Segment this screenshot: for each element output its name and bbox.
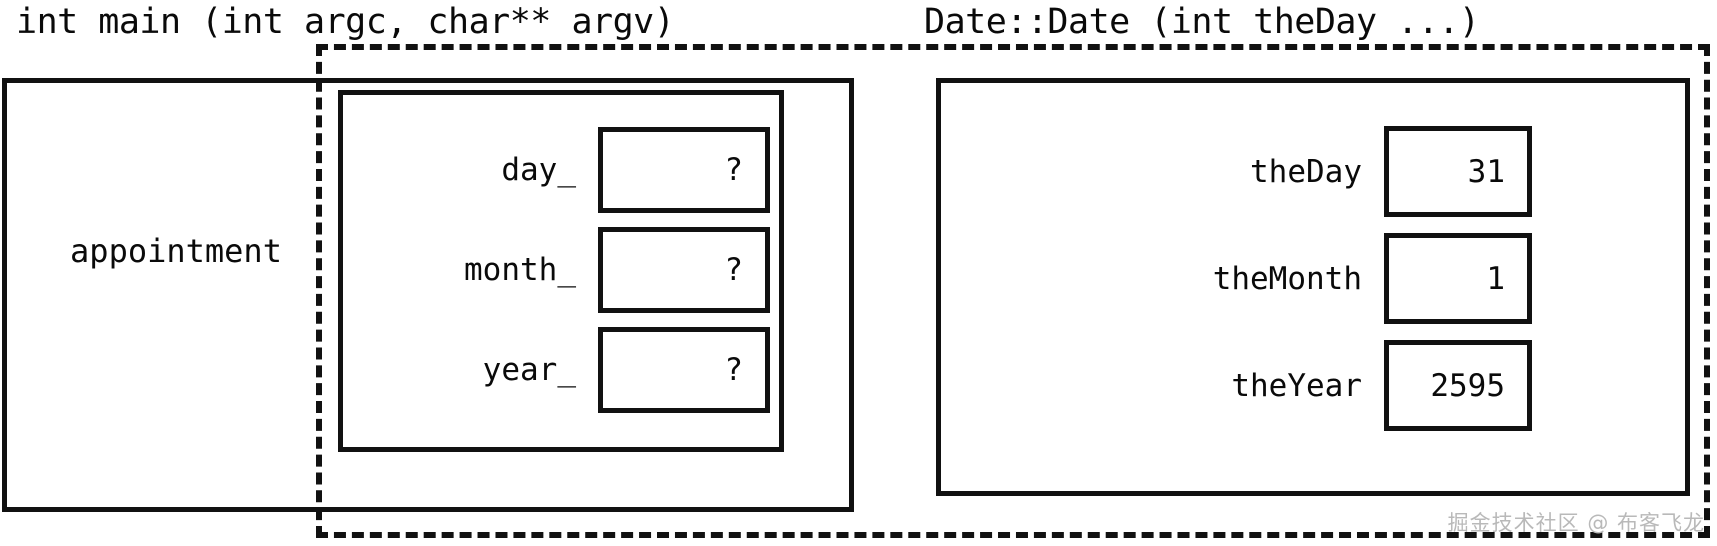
member-row: day_ ? bbox=[386, 120, 770, 220]
date-object-member-list: day_ ? month_ ? year_ ? bbox=[386, 120, 770, 420]
table-row: theMonth 1 bbox=[1130, 225, 1532, 332]
param-label-themonth: theMonth bbox=[1212, 260, 1362, 297]
table-row: theDay 31 bbox=[1130, 118, 1532, 225]
member-row: month_ ? bbox=[386, 220, 770, 320]
member-label-year: year_ bbox=[482, 352, 576, 388]
member-value-month: ? bbox=[598, 227, 770, 313]
param-value-theday: 31 bbox=[1384, 126, 1532, 217]
table-row: theYear 2595 bbox=[1130, 332, 1532, 439]
constructor-stack-frame bbox=[936, 78, 1690, 496]
member-label-month: month_ bbox=[464, 252, 576, 288]
member-row: year_ ? bbox=[386, 320, 770, 420]
param-value-themonth: 1 bbox=[1384, 233, 1532, 324]
param-label-theyear: theYear bbox=[1231, 367, 1362, 404]
member-label-day: day_ bbox=[501, 152, 576, 188]
date-object-box bbox=[338, 90, 784, 452]
param-value-theyear: 2595 bbox=[1384, 340, 1532, 431]
main-stack-frame bbox=[2, 78, 854, 512]
param-label-theday: theDay bbox=[1250, 153, 1362, 190]
constructor-frame-title: Date::Date (int theDay ...) bbox=[924, 2, 1480, 42]
member-value-day: ? bbox=[598, 127, 770, 213]
member-value-year: ? bbox=[598, 327, 770, 413]
appointment-variable-label: appointment bbox=[70, 232, 282, 270]
main-frame-title: int main (int argc, char** argv) bbox=[16, 2, 675, 42]
watermark-text: 掘金技术社区 @ 布客飞龙 bbox=[1447, 511, 1705, 535]
constructor-parameter-list: theDay 31 theMonth 1 theYear 2595 bbox=[1130, 118, 1532, 439]
